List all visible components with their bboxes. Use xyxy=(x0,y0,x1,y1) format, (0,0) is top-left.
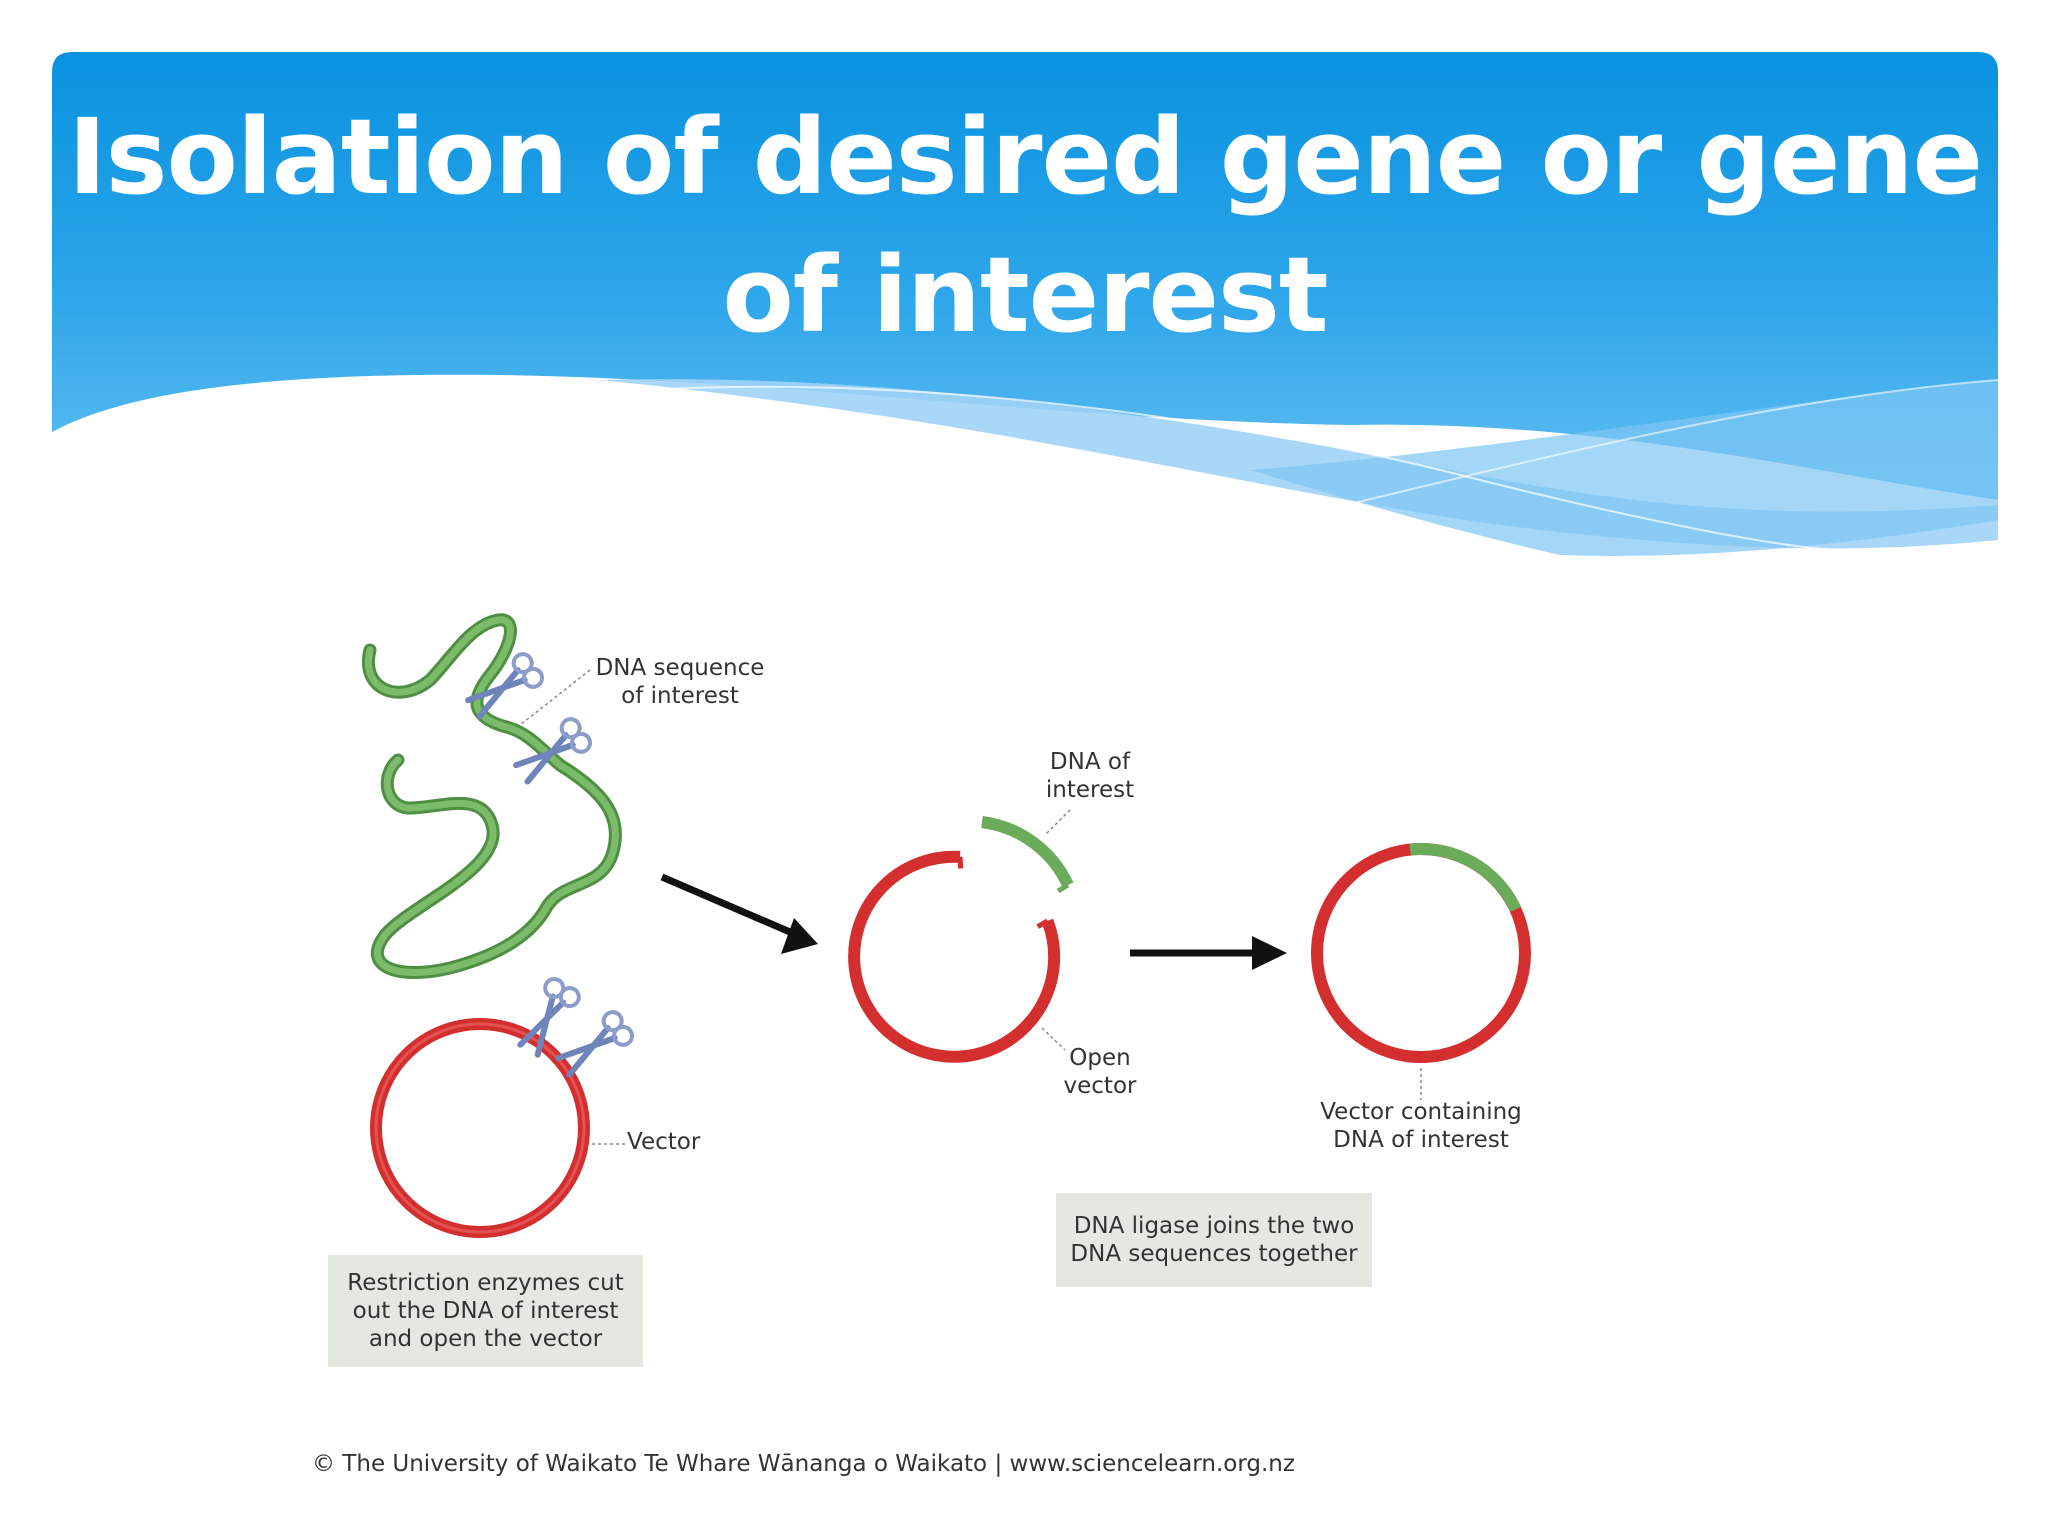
label-vector: Vector xyxy=(627,1129,701,1155)
slide-title: Isolation of desired gene or gene of int… xyxy=(67,96,1983,356)
label-open-vector: Open vector xyxy=(1063,1045,1137,1099)
wave-line-1 xyxy=(619,385,1841,551)
scissors-icon xyxy=(465,652,545,720)
scissors-icon xyxy=(513,717,593,785)
header-background xyxy=(52,52,1999,556)
caption-ligase: DNA ligase joins the two DNA sequences t… xyxy=(1056,1193,1372,1287)
caption-ligase-text: DNA ligase joins the two DNA sequences t… xyxy=(1070,1213,1358,1267)
arrow-right-icon xyxy=(660,873,818,954)
leader-dna-of-interest xyxy=(1044,809,1071,836)
vector-circle xyxy=(370,1018,590,1238)
caption-restriction: Restriction enzymes cut out the DNA of i… xyxy=(328,1255,643,1367)
label-dna-sequence: DNA sequence of interest xyxy=(595,655,765,709)
arrow-right-icon xyxy=(1130,936,1287,970)
open-vector-arc xyxy=(848,850,1061,1063)
label-dna-of-interest: DNA of interest xyxy=(1045,749,1135,803)
wave-line-2 xyxy=(1259,379,1999,526)
label-vector-containing: Vector containing DNA of interest xyxy=(1320,1099,1522,1153)
credit-line: © The University of Waikato Te Whare Wān… xyxy=(312,1451,1295,1477)
wave-pale xyxy=(1250,380,1998,556)
dna-strand xyxy=(362,613,622,980)
leader-dna-sequence xyxy=(519,669,591,726)
caption-restriction-text: Restriction enzymes cut out the DNA of i… xyxy=(347,1270,624,1352)
dna-of-interest-arc xyxy=(981,816,1074,894)
scissors-icon xyxy=(517,977,581,1058)
scissors-icon xyxy=(555,1010,635,1078)
recombinant-vector xyxy=(1311,843,1531,1063)
leader-open-vector xyxy=(1041,1027,1066,1051)
header-band xyxy=(52,52,1998,500)
